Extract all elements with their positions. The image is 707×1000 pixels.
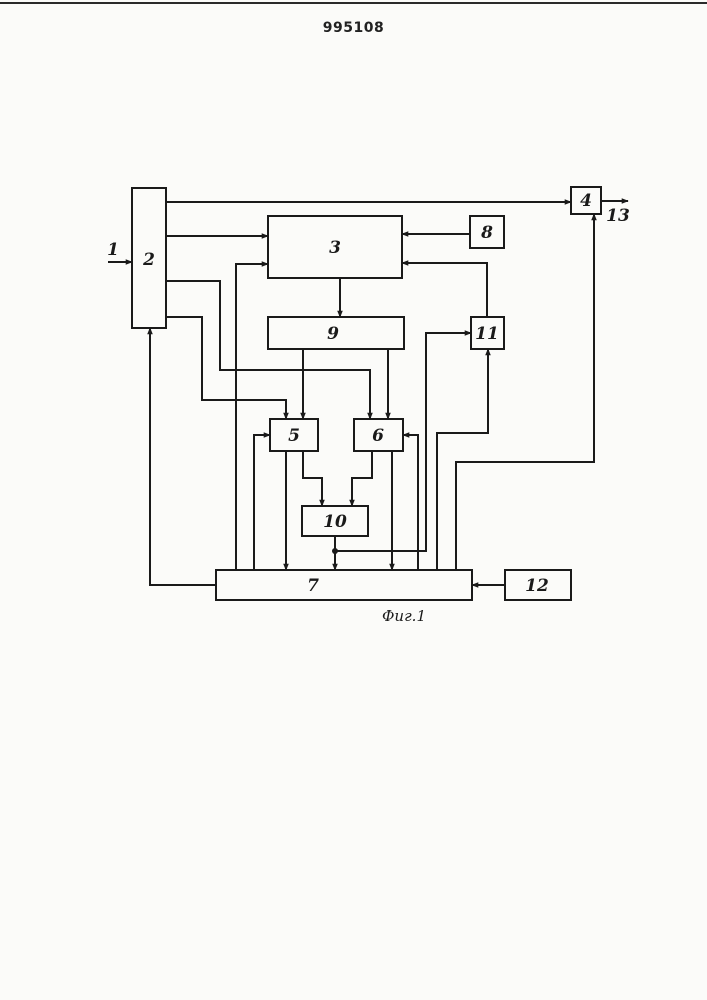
block-7: [216, 570, 472, 600]
input-terminal-label: 1: [107, 240, 119, 260]
block-4-label: 4: [580, 191, 592, 211]
block-5-label: 5: [288, 426, 300, 446]
block-2-label: 2: [142, 250, 155, 270]
block-6-label: 6: [372, 426, 384, 446]
output-terminal-label: 13: [606, 206, 630, 226]
figure-caption: Фиг.1: [382, 607, 426, 625]
block-11-label: 11: [475, 324, 499, 344]
block-9-label: 9: [327, 324, 339, 344]
block-3-label: 3: [329, 238, 341, 258]
block-10-label: 10: [323, 512, 347, 532]
junction-dot: [332, 548, 338, 554]
block-8-label: 8: [480, 223, 493, 243]
block-7-label: 7: [307, 576, 319, 596]
block-12-label: 12: [525, 576, 549, 596]
